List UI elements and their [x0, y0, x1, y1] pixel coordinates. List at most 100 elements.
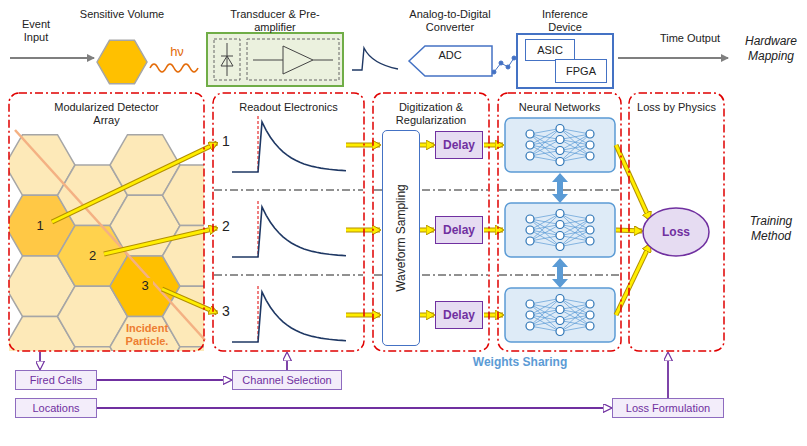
- connector-outline: [420, 313, 434, 318]
- input-arrow: [10, 57, 94, 59]
- neuron: [526, 152, 534, 160]
- connector: [420, 315, 434, 316]
- neuron: [586, 322, 594, 330]
- callout-number: 2: [85, 248, 101, 264]
- neuron: [556, 328, 564, 336]
- arrow-outline: [484, 143, 503, 148]
- neuron: [526, 300, 534, 308]
- text-label: Weights Sharing: [450, 355, 590, 370]
- neuron: [556, 306, 564, 314]
- neuron: [586, 226, 594, 234]
- stage-region: Neural Networks: [497, 92, 622, 352]
- node-label: Delay: [443, 138, 475, 152]
- neuron: [556, 221, 564, 229]
- detector-honeycomb: [9, 135, 204, 351]
- connector-outline: [420, 228, 434, 233]
- connector: [668, 353, 669, 398]
- synapse: [560, 219, 590, 247]
- node-label: Waveform Sampling: [394, 184, 408, 292]
- signal-arrow: [346, 314, 380, 317]
- neural-networks: [505, 118, 615, 342]
- neuron: [526, 322, 534, 330]
- synapse: [530, 225, 560, 242]
- neuron: [526, 215, 534, 223]
- arrow-outline: [484, 228, 503, 233]
- node-label: FPGA: [566, 65, 596, 78]
- pulse-symbol: [352, 48, 398, 70]
- text-label: Time Output: [650, 32, 730, 45]
- synapse: [530, 140, 560, 157]
- delay-box: Delay: [435, 301, 483, 329]
- network-box: [505, 288, 615, 342]
- node-label: Delay: [443, 223, 475, 237]
- callout-number: 3: [137, 278, 153, 294]
- stage-region: Loss by PhysicsLoss: [628, 92, 725, 352]
- node-label: ASIC: [537, 44, 563, 57]
- neuron: [586, 300, 594, 308]
- inference-device: Inference DeviceASICFPGA: [515, 4, 615, 90]
- waveforms: [232, 116, 346, 342]
- synapse: [560, 214, 590, 242]
- arrow-outline: [346, 143, 380, 148]
- neuron: [526, 141, 534, 149]
- connector-line: [420, 144, 434, 147]
- neuron: [526, 311, 534, 319]
- neuron: [556, 317, 564, 325]
- neuron: [586, 311, 594, 319]
- output-arrow: [618, 57, 728, 59]
- node-label: Locations: [32, 402, 79, 415]
- network-box: [505, 118, 615, 172]
- signal-arrows: [52, 143, 650, 315]
- neuron: [586, 141, 594, 149]
- synapse: [560, 145, 590, 162]
- neuron: [586, 152, 594, 160]
- callout-number: 1: [32, 218, 48, 234]
- callout-number: 1: [219, 133, 233, 150]
- sensitive-volume: Sensitive Volume: [72, 4, 172, 88]
- info-box: Fired Cells: [15, 370, 97, 390]
- node-outline: [212, 92, 365, 352]
- arrow-outline: [52, 143, 217, 222]
- photon-wave: [150, 64, 198, 72]
- pulse-waveform: [232, 122, 346, 172]
- node-label: Modularized Detector Array: [52, 101, 162, 127]
- connector: [40, 352, 41, 369]
- neuron: [586, 215, 594, 223]
- arrow-outline: [104, 228, 217, 254]
- signal-arrow: [484, 314, 503, 317]
- neuron: [556, 125, 564, 133]
- adc-converter: Analog-to-Digital ConverterADC: [395, 4, 505, 82]
- arrow-outline: [346, 228, 380, 233]
- node-label: Delay: [443, 308, 475, 322]
- node-label: Channel Selection: [242, 374, 331, 387]
- node-label: Transducer & Pre-amplifier: [225, 8, 325, 34]
- connector-line: [286, 353, 288, 370]
- connector-outline: [420, 143, 434, 148]
- connector: [420, 145, 434, 146]
- neuron: [586, 237, 594, 245]
- signal-arrow: [484, 144, 503, 147]
- synapse: [560, 304, 590, 332]
- node-label: Neural Networks: [519, 101, 600, 114]
- connector: [97, 408, 611, 409]
- text-label: hν: [162, 44, 192, 60]
- synapse: [560, 315, 590, 332]
- neuron: [556, 232, 564, 240]
- weight-sharing-arrow: [552, 173, 568, 203]
- info-box: Locations: [15, 398, 97, 418]
- synapse: [560, 230, 590, 247]
- arrow-outline: [346, 313, 380, 318]
- delay-box: Delay: [435, 131, 483, 159]
- text-label: Training Method: [738, 214, 804, 244]
- info-box: Channel Selection: [232, 370, 342, 390]
- connector-line: [420, 229, 434, 232]
- asic-chip: ASIC: [525, 39, 575, 61]
- synapse: [560, 299, 590, 327]
- neuron: [556, 136, 564, 144]
- connector-line: [420, 314, 434, 317]
- sample-dots: [492, 56, 516, 74]
- node-outline: [497, 92, 622, 352]
- delay-box: Delay: [435, 216, 483, 244]
- pulse-waveform: [232, 292, 346, 342]
